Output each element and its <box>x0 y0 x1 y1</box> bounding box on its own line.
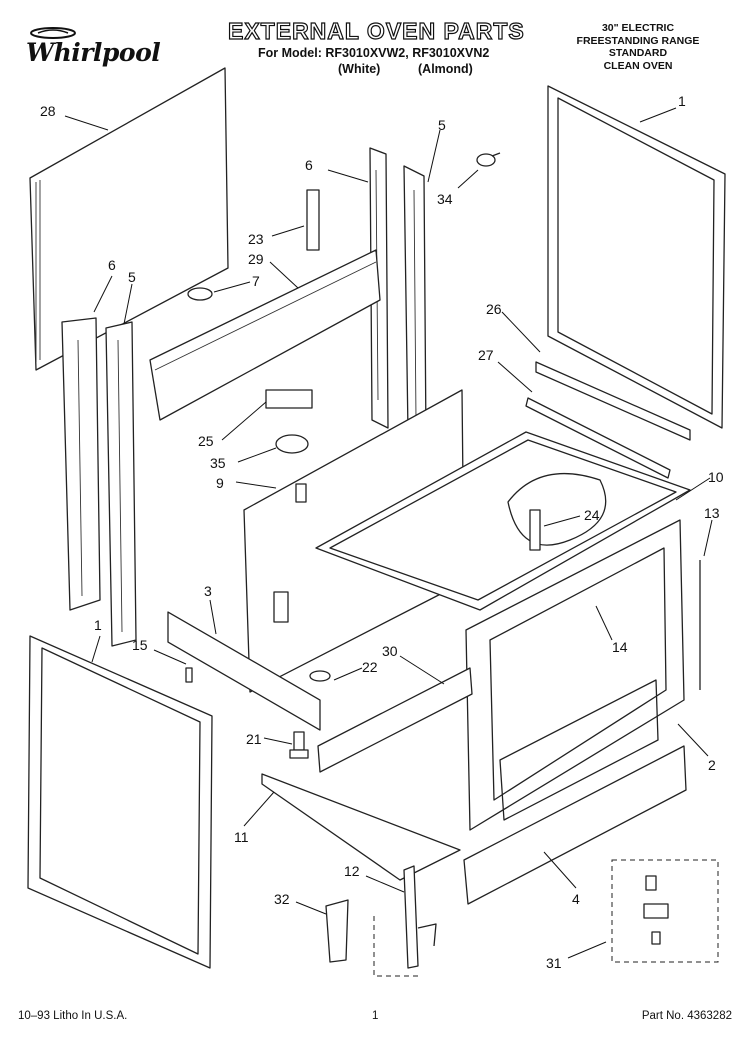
part-side-panel-left <box>29 67 229 371</box>
callout-2: 2 <box>708 757 716 773</box>
callout-9: 9 <box>216 475 224 491</box>
part-rail-upper <box>535 361 691 441</box>
spec-line: 30" ELECTRIC <box>601 22 675 34</box>
variant-almond: (Almond) <box>418 62 473 76</box>
callout-15: 15 <box>132 637 148 653</box>
spec-line: CLEAN OVEN <box>603 59 673 72</box>
part-knob <box>476 152 501 167</box>
page-title: EXTERNAL OVEN PARTS <box>227 17 525 44</box>
part-hinge-bracket <box>403 865 437 969</box>
part-rail-lower <box>525 397 671 479</box>
exploded-diagram: 28 6 5 34 1 23 29 7 6 5 26 27 25 35 9 10… <box>27 67 726 977</box>
callout-11: 11 <box>234 829 249 845</box>
part-bolt <box>289 731 309 759</box>
part-grommet <box>309 670 331 682</box>
part-clip <box>187 287 213 301</box>
callout-10: 10 <box>708 469 724 485</box>
dashed-connector <box>373 916 420 977</box>
brand-name: Whirlpool <box>26 38 161 67</box>
callout-5b: 5 <box>128 269 136 285</box>
spec-line: STANDARD <box>608 47 668 59</box>
callout-23: 23 <box>248 231 264 247</box>
part-screw <box>185 667 193 683</box>
part-hardware-kit <box>611 859 719 963</box>
callout-25: 25 <box>198 433 214 449</box>
callout-6b: 6 <box>108 257 116 273</box>
part-top-rear-panel <box>149 249 381 421</box>
callout-22: 22 <box>362 659 378 675</box>
callout-6: 6 <box>305 157 313 173</box>
callout-24: 24 <box>584 507 600 523</box>
callout-29: 29 <box>248 251 264 267</box>
footer-litho: 10–93 Litho In U.S.A. <box>18 1010 128 1022</box>
callout-1: 1 <box>678 93 686 109</box>
callout-4: 4 <box>572 891 580 907</box>
callout-27: 27 <box>478 347 494 363</box>
part-door-frame <box>27 635 213 969</box>
whirlpool-logo: Whirlpool <box>18 26 161 72</box>
callout-7: 7 <box>252 273 260 289</box>
part-base-rail <box>167 611 321 731</box>
callout-30: 30 <box>382 643 398 659</box>
part-floor-panel <box>261 773 461 881</box>
variant-white: (White) <box>338 62 381 76</box>
part-bracket-small <box>325 899 349 963</box>
part-oven-bottom <box>315 431 691 611</box>
part-frame-upright-left <box>61 317 137 647</box>
spec-line: FREESTANDING RANGE <box>576 34 700 47</box>
spec-block: 30" ELECTRIC FREESTANDING RANGE STANDARD… <box>563 22 713 72</box>
callout-28: 28 <box>40 103 56 119</box>
callout-14: 14 <box>612 639 628 655</box>
part-terminal-block <box>265 389 313 409</box>
page-number: 1 <box>372 1010 379 1022</box>
callout-12: 12 <box>344 863 360 879</box>
callout-13: 13 <box>704 505 720 521</box>
callout-35: 35 <box>210 455 226 471</box>
callout-31: 31 <box>546 955 562 971</box>
leader-lines <box>64 107 713 959</box>
callout-labels: 28 6 5 34 1 23 29 7 6 5 26 27 25 35 9 10… <box>40 93 724 971</box>
callout-26: 26 <box>486 301 502 317</box>
callout-1b: 1 <box>94 617 102 633</box>
part-number: Part No. 4363282 <box>641 1010 732 1022</box>
part-front-frame <box>465 519 685 831</box>
part-side-panel-right <box>547 85 726 429</box>
callout-3: 3 <box>204 583 212 599</box>
callout-32: 32 <box>274 891 290 907</box>
part-bracket <box>306 189 320 251</box>
callout-5: 5 <box>438 117 446 133</box>
model-line: For Model: RF3010XVW2, RF3010XVN2 <box>258 46 490 60</box>
part-channel <box>317 667 473 773</box>
part-kick-plate <box>463 745 687 905</box>
callout-21: 21 <box>246 731 262 747</box>
callout-34: 34 <box>437 191 453 207</box>
part-thermostat <box>275 434 309 454</box>
part-element-post <box>507 473 607 551</box>
swoosh-icon <box>30 27 76 39</box>
